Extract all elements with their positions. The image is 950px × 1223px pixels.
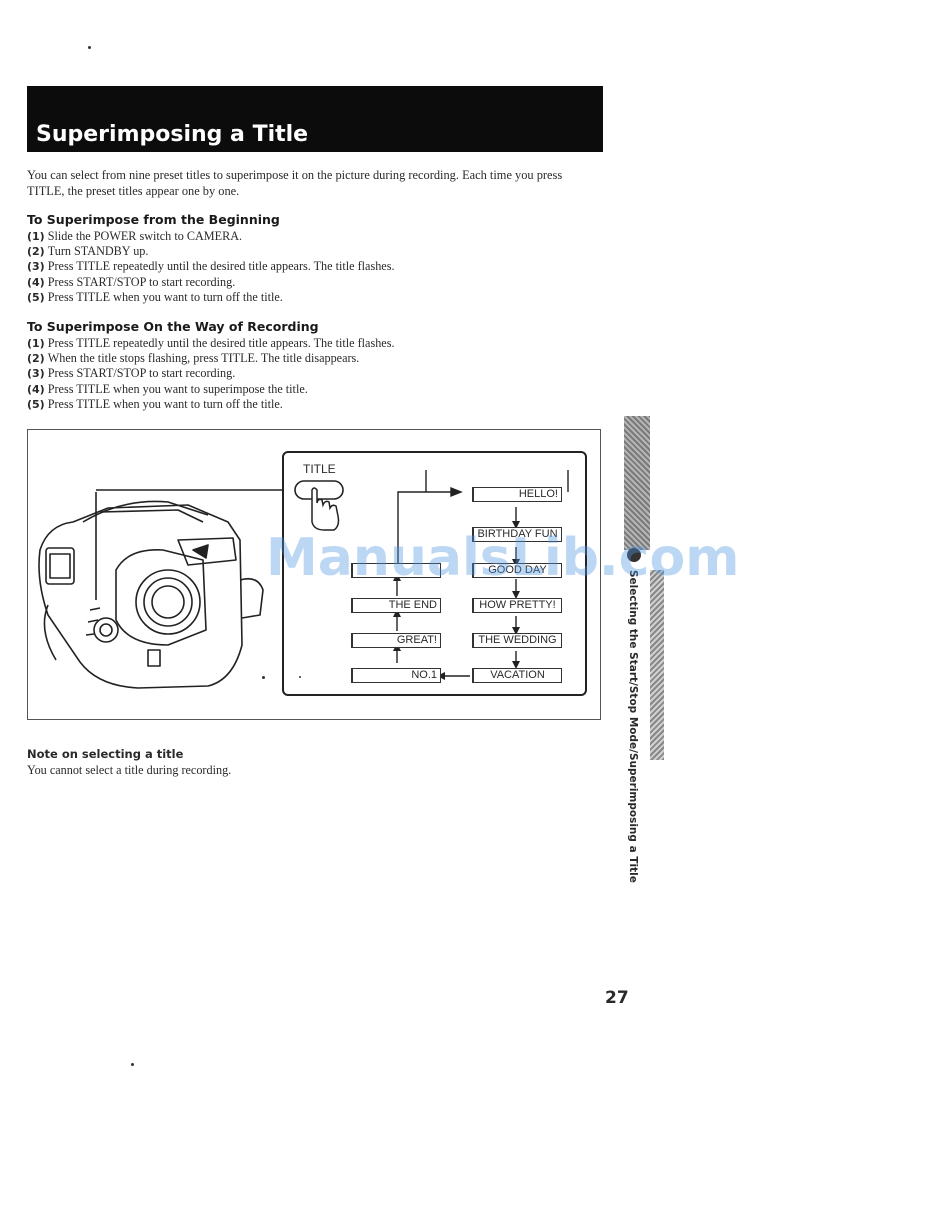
side-tab-marker <box>624 416 650 550</box>
page-title: Superimposing a Title <box>36 122 309 147</box>
page-number: 27 <box>605 988 629 1008</box>
title-box-great: GREAT! <box>351 633 441 648</box>
title-box-the-end: THE END <box>351 598 441 613</box>
title-box-birthday: BIRTHDAY FUN <box>472 527 562 542</box>
title-box-no1: NO.1 <box>351 668 441 683</box>
title-box-hello: HELLO! <box>472 487 562 502</box>
steps-beginning: (1)Slide the POWER switch to CAMERA. (2)… <box>27 229 395 305</box>
steps-on-the-way: (1)Press TITLE repeatedly until the desi… <box>27 336 395 412</box>
list-item: (2)When the title stops flashing, press … <box>27 351 360 366</box>
section-heading-on-the-way: To Superimpose On the Way of Recording <box>27 319 319 334</box>
side-tab-dot-icon <box>627 548 641 562</box>
list-item: (3)Press TITLE repeatedly until the desi… <box>27 259 395 274</box>
speck <box>299 676 301 678</box>
section-heading-beginning: To Superimpose from the Beginning <box>27 212 280 227</box>
list-item: (1)Slide the POWER switch to CAMERA. <box>27 229 243 243</box>
title-button-press-icon <box>294 480 344 531</box>
list-item: (2)Turn STANDBY up. <box>27 244 149 259</box>
title-box-good-day: GOOD DAY <box>472 563 562 578</box>
title-box-blank <box>351 563 441 578</box>
list-item: (5)Press TITLE when you want to turn off… <box>27 396 283 411</box>
speck <box>88 46 91 49</box>
speck <box>131 1063 134 1066</box>
list-item: (3)Press START/STOP to start recording. <box>27 366 236 381</box>
title-box-the-wedding: THE WEDDING <box>472 633 562 648</box>
title-key-label: TITLE <box>303 462 336 476</box>
intro-paragraph: You can select from nine preset titles t… <box>27 168 563 198</box>
note-heading: Note on selecting a title <box>27 747 184 761</box>
note-text: You cannot select a title during recordi… <box>27 763 232 777</box>
figure-frame <box>27 429 601 720</box>
speck <box>262 676 265 679</box>
header-bar: Superimposing a Title <box>27 86 603 152</box>
camcorder-illustration <box>38 470 569 689</box>
side-tab-marker-2 <box>650 570 664 760</box>
list-item: (5)Press TITLE when you want to turn off… <box>27 289 283 304</box>
side-tab-text: Selecting the Start/Stop Mode/Superimpos… <box>627 570 639 883</box>
title-box-vacation: VACATION <box>472 668 562 683</box>
title-box-how-pretty: HOW PRETTY! <box>472 598 562 613</box>
title-selection-panel <box>282 451 587 696</box>
list-item: (4)Press START/STOP to start recording. <box>27 274 236 289</box>
list-item: (4)Press TITLE when you want to superimp… <box>27 381 308 396</box>
list-item: (1)Press TITLE repeatedly until the desi… <box>27 336 395 350</box>
